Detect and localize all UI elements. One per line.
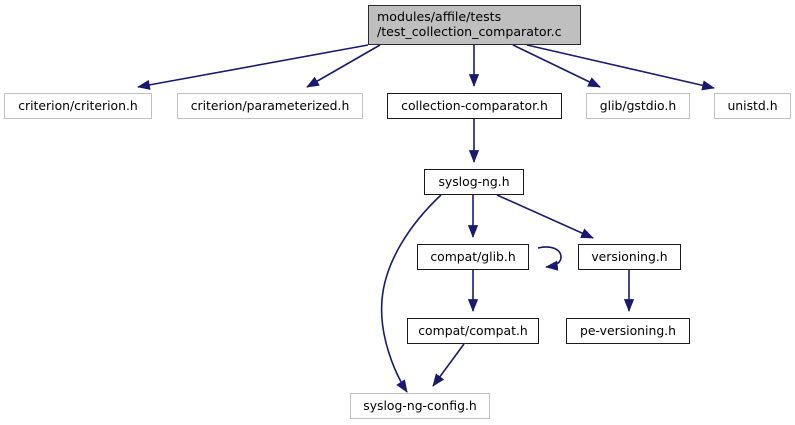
node-versioning-h[interactable]: versioning.h	[578, 244, 681, 270]
node-criterion-parameterized-h[interactable]: criterion/parameterized.h	[177, 93, 363, 119]
edge-syslog-ng-to-syslog-ng-config	[380, 194, 442, 393]
node-label: syslog-ng.h	[438, 173, 510, 189]
node-label: criterion/criterion.h	[18, 97, 138, 113]
node-compat-glib-h[interactable]: compat/glib.h	[417, 244, 529, 270]
node-label: versioning.h	[591, 248, 668, 264]
edge-root-to-unistd	[526, 44, 715, 91]
node-label: unistd.h	[727, 97, 778, 113]
edge-compat-compat-to-syslog-ng-config	[432, 343, 465, 387]
edge-root-to-criterion	[137, 44, 369, 90]
node-unistd-h[interactable]: unistd.h	[714, 93, 791, 119]
node-label: collection-comparator.h	[401, 97, 548, 113]
node-syslog-ng-config-h[interactable]: syslog-ng-config.h	[350, 393, 490, 419]
node-glib-gstdio-h[interactable]: glib/gstdio.h	[586, 93, 690, 119]
node-label: glib/gstdio.h	[599, 97, 677, 113]
edge-root-to-gstdio	[512, 44, 601, 88]
node-pe-versioning-h[interactable]: pe-versioning.h	[566, 318, 690, 344]
node-label: pe-versioning.h	[580, 322, 676, 338]
edge-syslog-ng-to-versioning	[496, 194, 594, 239]
edge-root-to-parameterized	[306, 44, 381, 88]
node-label: modules/affile/tests /test_collection_co…	[377, 9, 562, 39]
node-label: criterion/parameterized.h	[190, 97, 350, 113]
node-criterion-criterion-h[interactable]: criterion/criterion.h	[4, 93, 152, 119]
edge-compat-glib-self-loop	[537, 246, 562, 271]
node-collection-comparator-h[interactable]: collection-comparator.h	[387, 93, 562, 119]
node-syslog-ng-h[interactable]: syslog-ng.h	[424, 169, 524, 195]
node-test-collection-comparator-c[interactable]: modules/affile/tests /test_collection_co…	[368, 5, 581, 45]
node-compat-compat-h[interactable]: compat/compat.h	[407, 318, 539, 344]
node-label: compat/compat.h	[418, 322, 528, 338]
node-label: compat/glib.h	[430, 248, 516, 264]
node-label: syslog-ng-config.h	[363, 397, 477, 413]
